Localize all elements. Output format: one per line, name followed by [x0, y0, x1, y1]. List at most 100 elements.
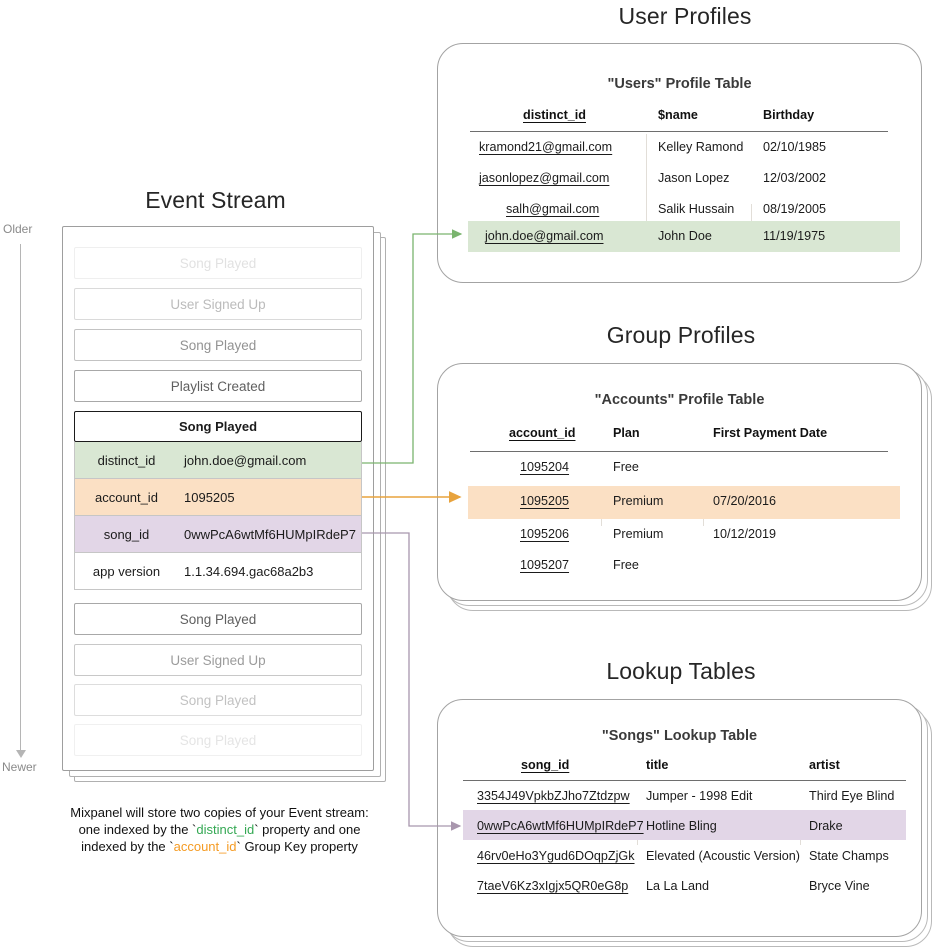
- event-property-account-id[interactable]: account_id 1095205: [74, 479, 362, 516]
- property-value: john.doe@gmail.com: [184, 452, 307, 468]
- lookup-tables-title: Lookup Tables: [606, 658, 756, 684]
- event-card-label: Song Played: [179, 732, 257, 748]
- accounts-row-highlight: [468, 486, 900, 519]
- users-cell-distinct-id: john.doe@gmail.com: [485, 229, 604, 243]
- songs-cell-song-id: 46rv0eHo3Ygud6DOqpZjGk: [477, 849, 635, 863]
- event-card-song-played-5[interactable]: Song Played: [74, 724, 362, 756]
- property-value: 1095205: [184, 489, 235, 505]
- timeline-older-label: Older: [3, 222, 33, 236]
- event-card-song-played-4[interactable]: Song Played: [74, 684, 362, 716]
- accounts-cell-account-id: 1095207: [520, 558, 570, 572]
- caption-line3-post: ` Group Key property: [236, 839, 358, 854]
- diagram-caption: Mixpanel will store two copies of your E…: [37, 804, 402, 855]
- event-card-user-signed-up-2[interactable]: User Signed Up: [74, 644, 362, 676]
- songs-cell-artist: Bryce Vine: [809, 879, 870, 893]
- event-property-distinct-id[interactable]: distinct_id john.doe@gmail.com: [74, 442, 362, 479]
- accounts-cell-first-payment: 07/20/2016: [713, 494, 777, 508]
- accounts-cell-first-payment: 10/12/2019: [713, 527, 777, 541]
- event-card-label: User Signed Up: [170, 652, 266, 668]
- users-table-title: "Users" Profile Table: [607, 76, 752, 92]
- accounts-cell-account-id: 1095205: [520, 494, 570, 508]
- event-card-label: Song Played: [178, 419, 258, 434]
- accounts-cell-plan: Premium: [613, 494, 664, 508]
- caption-keyword-distinct-id: distinct_id: [196, 822, 255, 837]
- event-stream-title: Event Stream: [145, 187, 286, 213]
- property-key: song_id: [103, 526, 150, 542]
- songs-column-header-song-id: song_id: [521, 758, 570, 772]
- users-cell-birthday: 02/10/1985: [763, 140, 827, 154]
- songs-row-highlight: [463, 810, 906, 840]
- users-cell-distinct-id: salh@gmail.com: [506, 202, 600, 216]
- songs-cell-song-id: 3354J49VpkbZJho7Ztdzpw: [477, 789, 630, 803]
- event-card-label: Playlist Created: [170, 378, 266, 394]
- event-card-user-signed-up-1[interactable]: User Signed Up: [74, 288, 362, 320]
- event-card-label: Song Played: [179, 255, 257, 271]
- accounts-cell-plan: Premium: [613, 527, 664, 541]
- users-column-header-name: $name: [658, 108, 698, 122]
- accounts-cell-plan: Free: [613, 460, 639, 474]
- users-cell-name: Kelley Ramond: [658, 140, 744, 154]
- event-card-song-played-3[interactable]: Song Played: [74, 603, 362, 635]
- songs-cell-title: Hotline Bling: [646, 819, 717, 833]
- caption-line-2: one indexed by the `distinct_id` propert…: [37, 821, 402, 838]
- event-card-song-played-1[interactable]: Song Played: [74, 247, 362, 279]
- songs-cell-artist: State Champs: [809, 849, 889, 863]
- users-cell-birthday: 08/19/2005: [763, 202, 827, 216]
- users-cell-birthday: 12/03/2002: [763, 171, 827, 185]
- group-profiles-title: Group Profiles: [606, 322, 756, 348]
- accounts-column-header-plan: Plan: [613, 426, 640, 440]
- event-property-song-id[interactable]: song_id 0wwPcA6wtMf6HUMpIRdeP7: [74, 516, 362, 553]
- property-key: distinct_id: [97, 452, 156, 468]
- event-card-label: Song Played: [179, 337, 257, 353]
- users-cell-name: Jason Lopez: [658, 171, 730, 185]
- users-column-divider-2: [751, 204, 752, 237]
- songs-cell-title: La La Land: [646, 879, 710, 893]
- users-cell-name: Salik Hussain: [658, 202, 735, 216]
- accounts-table-title: "Accounts" Profile Table: [594, 392, 765, 408]
- user-profiles-title: User Profiles: [618, 3, 752, 29]
- songs-column-header-artist: artist: [809, 758, 840, 772]
- event-card-label: User Signed Up: [170, 296, 266, 312]
- timeline-axis-line: [20, 244, 21, 752]
- event-card-label: Song Played: [179, 692, 257, 708]
- timeline-arrow-icon: [16, 750, 26, 758]
- songs-cell-title: Elevated (Acoustic Version): [646, 849, 800, 863]
- caption-line2-pre: one indexed by the `: [78, 822, 197, 837]
- users-column-header-birthday: Birthday: [763, 108, 815, 122]
- caption-line3-pre: indexed by the `: [81, 839, 174, 854]
- users-profile-card: "Users" Profile Table distinct_id $name …: [437, 43, 922, 283]
- songs-cell-title: Jumper - 1998 Edit: [646, 789, 753, 803]
- users-row-highlight: [468, 221, 900, 252]
- accounts-table-header-rule: [470, 451, 888, 453]
- event-property-app-version[interactable]: app version 1.1.34.694.gac68a2b3: [74, 553, 362, 590]
- users-column-header-distinct-id: distinct_id: [523, 108, 586, 122]
- accounts-cell-account-id: 1095204: [520, 460, 570, 474]
- caption-keyword-account-id: account_id: [173, 839, 237, 854]
- users-cell-birthday: 11/19/1975: [763, 229, 826, 243]
- caption-line2-post: ` property and one: [254, 822, 361, 837]
- event-card-playlist-created[interactable]: Playlist Created: [74, 370, 362, 402]
- songs-cell-song-id: 0wwPcA6wtMf6HUMpIRdeP7: [477, 819, 644, 833]
- property-value: 1.1.34.694.gac68a2b3: [184, 563, 314, 579]
- songs-cell-artist: Drake: [809, 819, 843, 833]
- users-cell-distinct-id: jasonlopez@gmail.com: [479, 171, 610, 185]
- accounts-profile-card: "Accounts" Profile Table account_id Plan…: [437, 363, 922, 601]
- event-card-song-played-2[interactable]: Song Played: [74, 329, 362, 361]
- caption-line-1: Mixpanel will store two copies of your E…: [70, 805, 369, 820]
- accounts-column-header-first-payment: First Payment Date: [713, 426, 828, 440]
- songs-lookup-card: "Songs" Lookup Table song_id title artis…: [437, 699, 922, 937]
- accounts-cell-account-id: 1095206: [520, 527, 570, 541]
- songs-cell-song-id: 7taeV6Kz3xIgjx5QR0eG8p: [477, 879, 629, 893]
- songs-cell-artist: Third Eye Blind: [809, 789, 895, 803]
- property-value: 0wwPcA6wtMf6HUMpIRdeP7: [184, 526, 356, 542]
- users-table-header-rule: [470, 131, 888, 133]
- timeline-newer-label: Newer: [2, 760, 37, 774]
- users-column-divider-1: [646, 134, 647, 237]
- songs-table-header-rule: [463, 780, 906, 782]
- property-key: account_id: [95, 489, 158, 505]
- event-card-selected-song-played[interactable]: Song Played: [74, 411, 362, 442]
- songs-table-title: "Songs" Lookup Table: [601, 728, 758, 744]
- event-card-label: Song Played: [179, 611, 257, 627]
- users-cell-name: John Doe: [658, 229, 712, 243]
- property-key: app version: [92, 563, 161, 579]
